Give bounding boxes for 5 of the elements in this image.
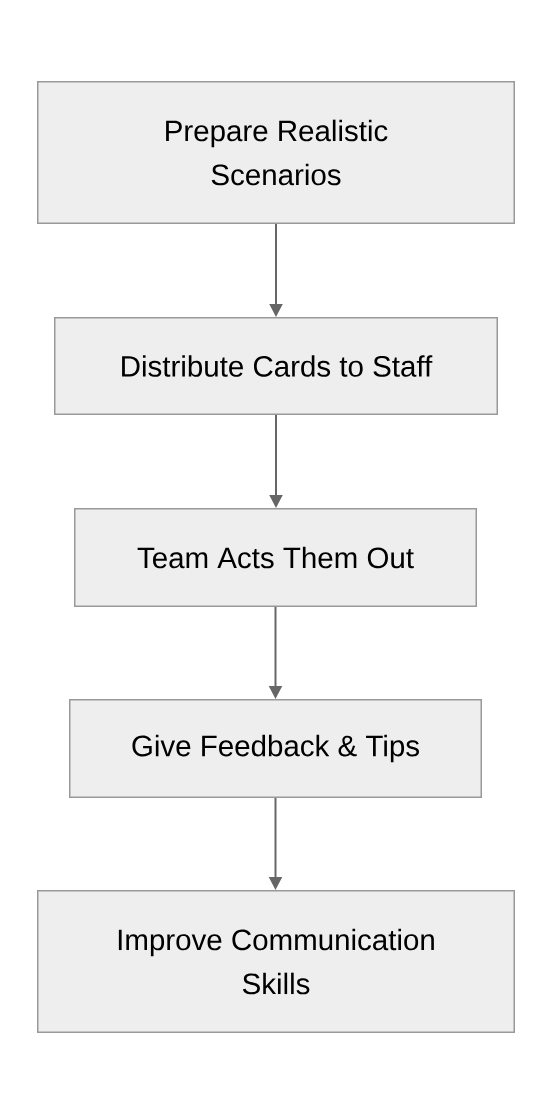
- process-box: Give Feedback & Tips: [69, 699, 482, 798]
- process-box: Team Acts Them Out: [74, 508, 477, 607]
- process-box: Improve Communication Skills: [37, 890, 515, 1033]
- process-box: Distribute Cards to Staff: [54, 317, 498, 415]
- process-box: Prepare Realistic Scenarios: [37, 81, 515, 224]
